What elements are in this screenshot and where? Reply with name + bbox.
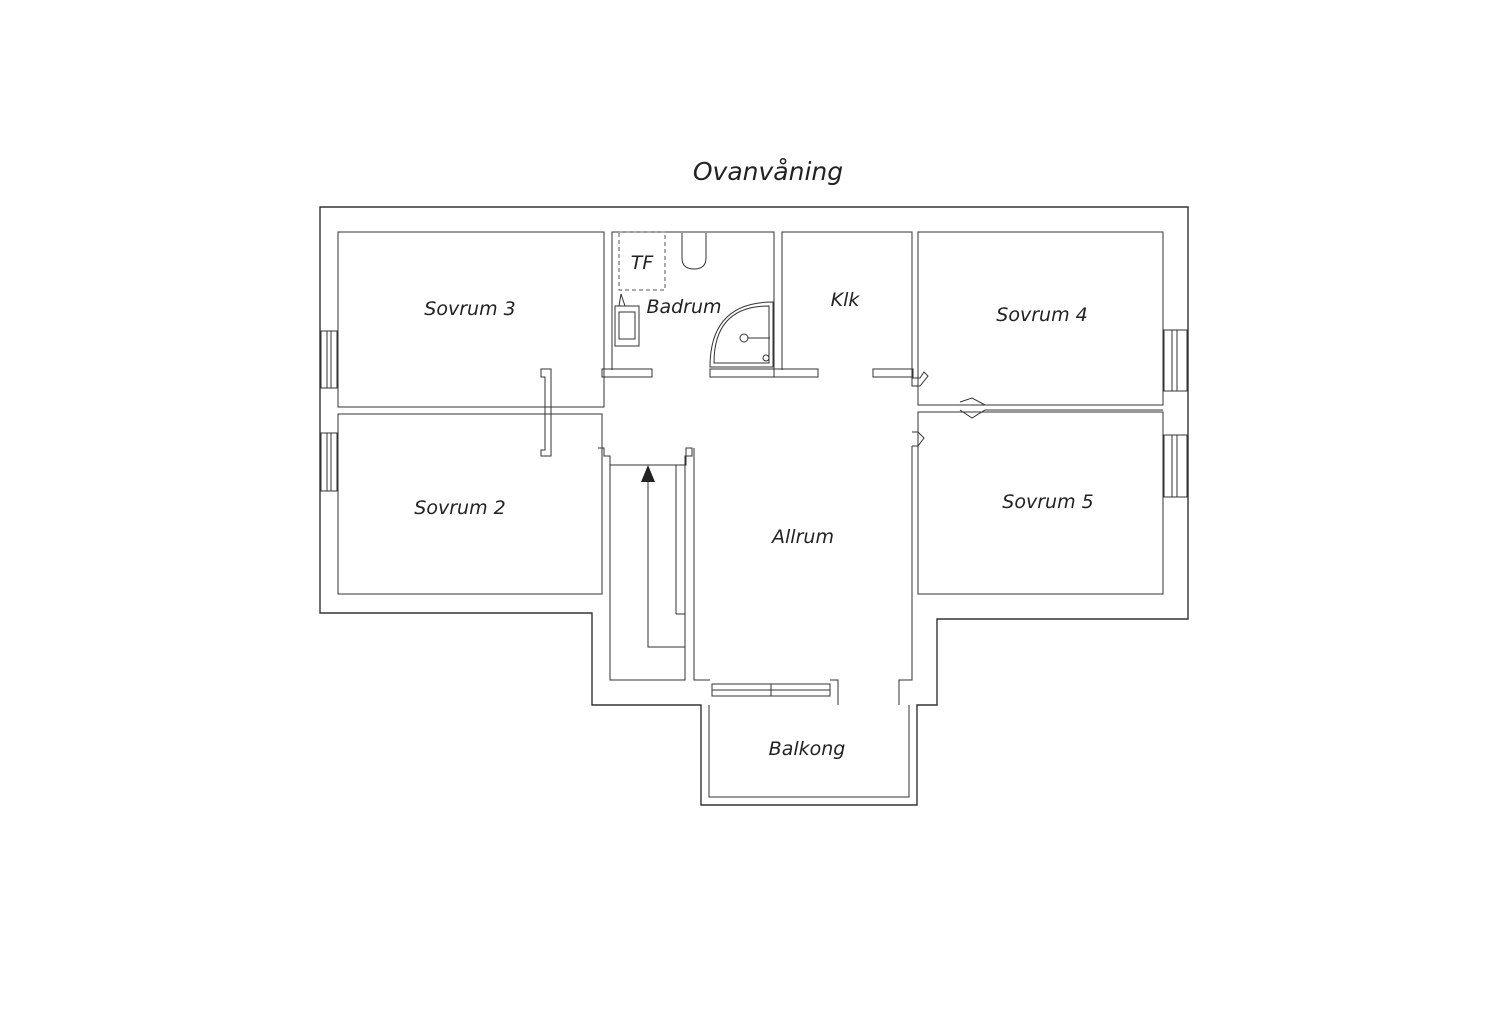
wall-stub <box>709 368 775 378</box>
stair-arrow-line <box>647 476 685 648</box>
shower-icon <box>709 301 774 368</box>
window-sovrum-3 <box>320 330 338 389</box>
room-badrum <box>611 231 775 370</box>
window-sovrum-2 <box>320 432 338 492</box>
faucet-icon <box>618 293 626 307</box>
allrum-window-wall <box>830 679 839 705</box>
window-sovrum-4 <box>1163 329 1188 392</box>
label-sovrum-3: Sovrum 3 <box>424 298 515 320</box>
label-sovrum-5: Sovrum 5 <box>1002 491 1093 513</box>
stair-outline <box>598 447 693 681</box>
allrum-right-wall <box>898 446 913 705</box>
toilet-icon <box>681 233 707 270</box>
label-balkong: Balkong <box>769 738 846 760</box>
door-lower <box>912 431 925 447</box>
floor-title: Ovanvåning <box>693 157 843 186</box>
door-right <box>911 371 929 387</box>
wall-stub <box>601 368 653 378</box>
label-sovrum-2: Sovrum 2 <box>414 497 505 519</box>
tf-box <box>618 231 666 291</box>
label-klk: Klk <box>831 289 861 311</box>
label-allrum: Allrum <box>770 526 834 548</box>
outer-wall-outline <box>319 206 1189 806</box>
room-allrum <box>693 448 710 681</box>
door-frame-left <box>540 368 552 457</box>
shower-drain <box>739 333 749 343</box>
room-klk <box>781 231 913 378</box>
door-right-leaf <box>959 397 1163 419</box>
shower-inner <box>713 305 770 364</box>
label-sovrum-4: Sovrum 4 <box>996 304 1087 326</box>
wall-stub <box>872 368 914 378</box>
balcony-inner-wall <box>708 705 910 798</box>
room-sovrum-2 <box>337 413 603 595</box>
wall-stub <box>773 368 819 378</box>
label-tf: TF <box>631 252 655 274</box>
room-sovrum-5 <box>917 411 1164 595</box>
window-sovrum-5 <box>1163 434 1188 498</box>
shower-valve <box>762 354 770 362</box>
sink-basin <box>618 311 636 340</box>
sink-icon <box>614 305 640 347</box>
room-sovrum-3 <box>337 231 605 408</box>
stair-arrow-icon <box>641 465 655 482</box>
label-badrum: Badrum <box>646 296 721 318</box>
